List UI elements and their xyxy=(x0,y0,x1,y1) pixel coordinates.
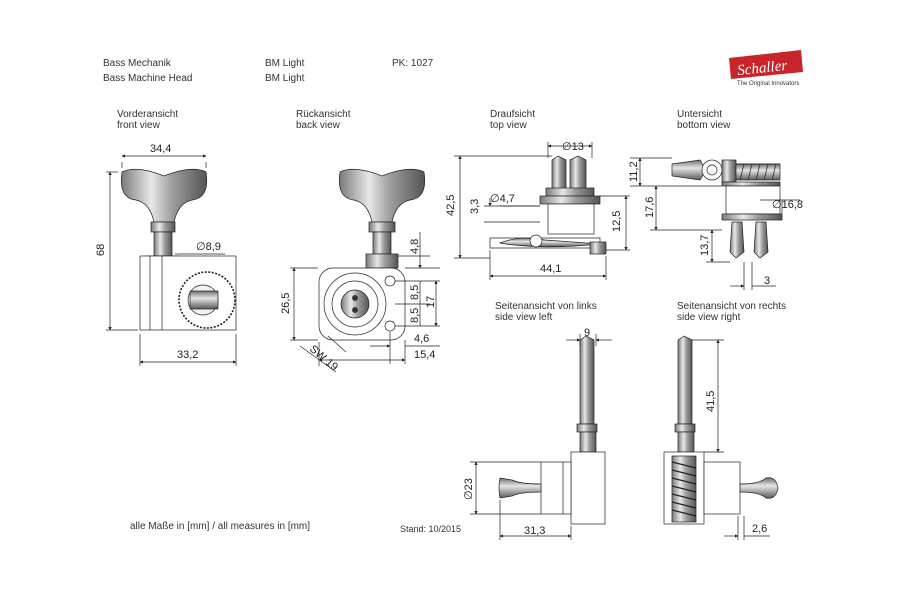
title-en: Bass Machine Head xyxy=(103,73,193,84)
back-view-de: Rückansicht xyxy=(296,109,351,120)
dim-side-9: 9 xyxy=(584,327,590,339)
dim-back-17: 17 xyxy=(425,296,437,308)
back-view-drawing xyxy=(290,168,440,373)
bottom-view-drawing xyxy=(630,157,800,290)
dim-front-base: 33,2 xyxy=(177,349,198,361)
dim-back-top: 4,8 xyxy=(409,239,421,254)
dim-front-height: 68 xyxy=(95,244,107,256)
part-number: PK: 1027 xyxy=(392,58,434,69)
side-right-drawing xyxy=(663,335,779,540)
units-note: alle Maße in [mm] / all measures in [mm] xyxy=(130,521,311,532)
side-left-drawing xyxy=(470,334,612,540)
side-right-en: side view right xyxy=(677,312,741,323)
bottom-view-de: Untersicht xyxy=(677,109,723,120)
dim-back-15-4: 15,4 xyxy=(414,349,435,361)
bottom-view-en: bottom view xyxy=(677,120,731,131)
dim-bottom-17-6: 17,6 xyxy=(644,197,656,218)
logo-brand: Schaller xyxy=(737,58,789,79)
dim-back-hole-2: 8,5 xyxy=(409,308,421,323)
back-view-en: back view xyxy=(296,120,340,131)
dim-back-4-6: 4,6 xyxy=(414,333,429,345)
dim-top-dia-13: ∅13 xyxy=(562,141,584,153)
model-en: BM Light xyxy=(265,73,305,84)
side-left-de: Seitenansicht von links xyxy=(495,301,597,312)
schaller-logo-mark: Schaller xyxy=(729,50,803,79)
revision-date: Stand: 10/2015 xyxy=(400,524,462,534)
side-right-de: Seitenansicht von rechts xyxy=(677,301,786,312)
dim-top-3-3: 3,3 xyxy=(469,199,481,214)
logo-tagline: The Original Innovators xyxy=(737,81,800,87)
dim-top-dia-4-7: ∅4,7 xyxy=(490,193,515,205)
dim-top-12-5: 12,5 xyxy=(611,211,623,232)
top-view-drawing xyxy=(454,142,630,280)
dim-bottom-dia: ∅16,8 xyxy=(772,199,803,211)
top-view-en: top view xyxy=(490,120,527,131)
dim-front-shaft-dia: ∅8,9 xyxy=(196,241,221,253)
dim-side-2-6: 2,6 xyxy=(752,523,767,535)
dim-top-height: 42,5 xyxy=(445,195,457,216)
model-de: BM Light xyxy=(265,58,305,69)
side-left-en: side view left xyxy=(495,312,553,323)
dim-side-31-3: 31,3 xyxy=(524,525,545,537)
dim-side-41-5: 41,5 xyxy=(705,391,717,412)
front-view-en: front view xyxy=(117,120,160,131)
dim-back-hole-1: 8,5 xyxy=(409,285,421,300)
dim-back-height: 26,5 xyxy=(280,293,292,314)
dim-front-width: 34,4 xyxy=(150,143,171,155)
dim-back-wrench: SW 19 xyxy=(307,343,340,373)
top-view-de: Draufsicht xyxy=(490,109,536,120)
title-de: Bass Mechanik xyxy=(103,58,171,69)
dim-bottom-3: 3 xyxy=(764,275,770,287)
front-view-drawing xyxy=(106,154,237,366)
front-key-wing xyxy=(120,168,208,223)
dim-top-width: 44,1 xyxy=(540,263,561,275)
dim-side-dia-23: ∅23 xyxy=(463,478,475,500)
schaller-logo: Schaller The Original Innovators xyxy=(727,48,805,92)
front-view-de: Vorderansicht xyxy=(117,109,179,120)
dim-bottom-13-7: 13,7 xyxy=(699,235,711,256)
dim-bottom-11-2: 11,2 xyxy=(628,161,640,182)
